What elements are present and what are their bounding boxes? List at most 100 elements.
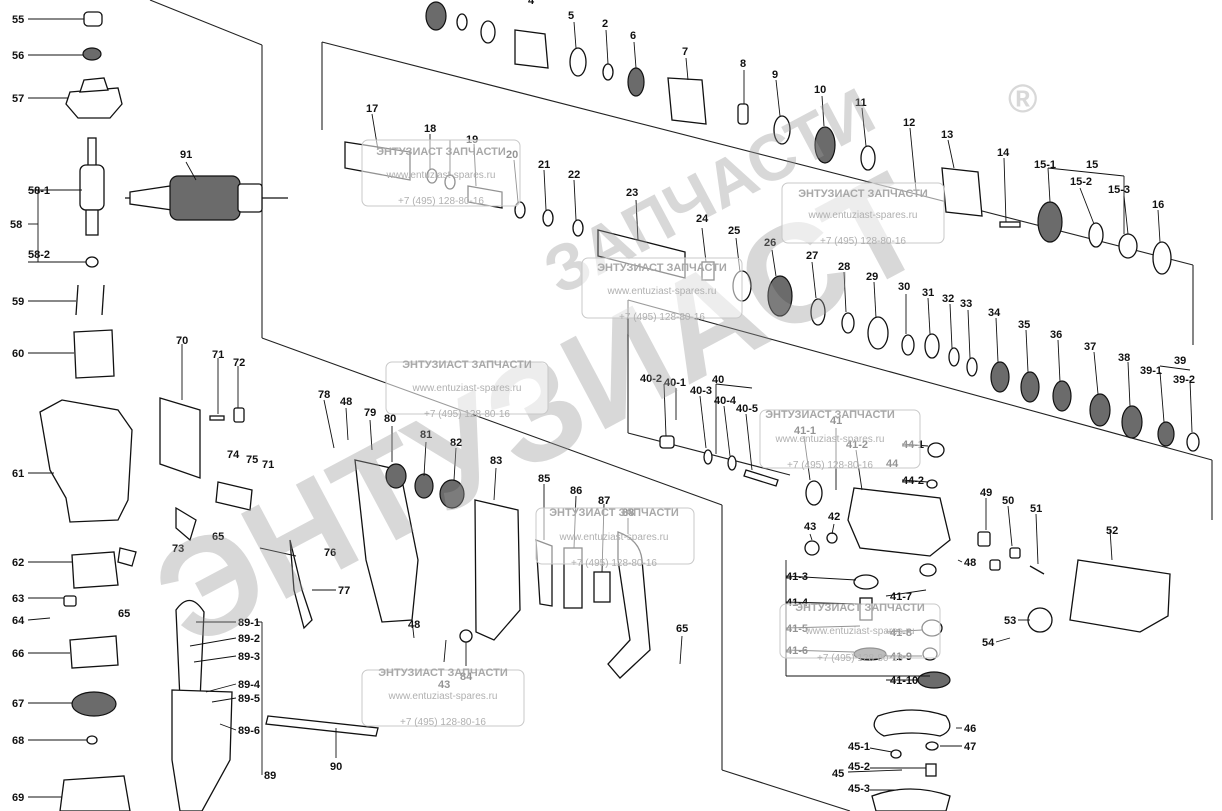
label-p14: 14	[997, 147, 1010, 159]
watermark-phone: +7 (495) 128-80-16	[820, 236, 906, 247]
watermark-company: ЭНТУЗИАСТ ЗАПЧАСТИ	[597, 262, 727, 274]
watermark-phone: +7 (495) 128-80-16	[619, 312, 705, 323]
label-p73: 73	[172, 543, 184, 555]
label-p79: 79	[364, 407, 376, 419]
label-p55: 55	[12, 14, 24, 26]
label-p89-6: 89-6	[238, 725, 260, 737]
label-p89-5: 89-5	[238, 693, 260, 705]
label-p86: 86	[570, 485, 582, 497]
label-p89-4: 89-4	[238, 679, 261, 691]
label-p13: 13	[941, 129, 953, 141]
label-p7: 7	[682, 46, 688, 58]
label-p62: 62	[12, 557, 24, 569]
label-p40-5: 40-5	[736, 403, 758, 415]
label-p46: 46	[964, 723, 976, 735]
label-p75: 75	[246, 454, 258, 466]
watermark-contact-box-3: ЭНТУЗИАСТ ЗАПЧАСТИ www.entuziast-spares.…	[581, 257, 743, 323]
label-p28: 28	[838, 261, 850, 273]
label-p48a: 48	[340, 396, 352, 408]
watermark-phone: +7 (495) 128-80-16	[398, 196, 484, 207]
label-p31: 31	[922, 287, 934, 299]
watermark-registered-mark: ®	[1008, 77, 1037, 121]
label-p85: 85	[538, 473, 550, 485]
label-p12: 12	[903, 117, 915, 129]
label-p29: 29	[866, 271, 878, 283]
label-p26: 26	[764, 237, 776, 249]
label-p5: 5	[568, 10, 574, 22]
watermark-site: www.entuziast-spares.ru	[412, 383, 522, 394]
label-p6: 6	[630, 30, 636, 42]
label-p89-3: 89-3	[238, 651, 260, 663]
watermark-site: www.entuziast-spares.ru	[775, 434, 885, 445]
label-p81: 81	[420, 429, 432, 441]
watermark-site: www.entuziast-spares.ru	[559, 532, 669, 543]
label-p78: 78	[318, 389, 330, 401]
watermark-company: ЭНТУЗИАСТ ЗАПЧАСТИ	[549, 507, 679, 519]
label-p48c: 48	[964, 557, 976, 569]
watermark-site: www.entuziast-spares.ru	[808, 210, 918, 221]
label-p41-7: 41-7	[890, 591, 912, 603]
watermark-site: www.entuziast-spares.ru	[386, 170, 496, 181]
label-p48b: 48	[408, 619, 420, 631]
label-p61: 61	[12, 468, 24, 480]
label-p63: 63	[12, 593, 24, 605]
label-p70: 70	[176, 335, 188, 347]
watermark-contact-box-7: ЭНТУЗИАСТ ЗАПЧАСТИ www.entuziast-spares.…	[779, 602, 941, 664]
label-p40-2: 40-2	[640, 373, 662, 385]
label-p11: 11	[855, 97, 867, 109]
label-p74: 74	[227, 449, 240, 461]
label-p58: 58	[10, 219, 22, 231]
label-p59: 59	[12, 296, 24, 308]
label-p89-1: 89-1	[238, 617, 260, 629]
label-p89-2: 89-2	[238, 633, 260, 645]
label-p65a: 65	[118, 608, 130, 620]
label-p71a: 71	[212, 349, 224, 361]
label-p53: 53	[1004, 615, 1016, 627]
label-p66: 66	[12, 648, 24, 660]
watermark-company: ЭНТУЗИАСТ ЗАПЧАСТИ	[402, 359, 532, 371]
label-p54: 54	[982, 637, 995, 649]
handle-and-gear-parts	[117, 397, 651, 811]
label-p64: 64	[12, 615, 25, 627]
watermark-phone: +7 (495) 128-80-16	[787, 460, 873, 471]
label-p49: 49	[980, 487, 992, 499]
label-p2: 2	[602, 18, 608, 30]
label-p45: 45	[832, 768, 844, 780]
label-p34: 34	[988, 307, 1001, 319]
label-p65c: 65	[676, 623, 688, 635]
label-p71b: 71	[262, 459, 274, 471]
label-p82: 82	[450, 437, 462, 449]
label-p37: 37	[1084, 341, 1096, 353]
watermark-site: www.entuziast-spares.ru	[607, 286, 717, 297]
watermark-phone: +7 (495) 128-80-16	[571, 558, 657, 569]
watermark-company: ЭНТУЗИАСТ ЗАПЧАСТИ	[376, 146, 506, 158]
label-p33: 33	[960, 298, 972, 310]
watermark-company: ЭНТУЗИАСТ ЗАПЧАСТИ	[798, 188, 928, 200]
watermark-company: ЭНТУЗИАСТ ЗАПЧАСТИ	[378, 667, 508, 679]
watermark-phone: +7 (495) 128-80-16	[400, 717, 486, 728]
label-p45-1: 45-1	[848, 741, 870, 753]
label-p65b: 65	[212, 531, 224, 543]
label-p41-10: 41-10	[890, 675, 918, 687]
label-p39: 39	[1174, 355, 1186, 367]
label-p45-2: 45-2	[848, 761, 870, 773]
label-p58-1: 58-1	[28, 185, 50, 197]
label-p8: 8	[740, 58, 746, 70]
label-p89: 89	[264, 770, 276, 782]
label-p25: 25	[728, 225, 740, 237]
label-p60: 60	[12, 348, 24, 360]
label-p35: 35	[1018, 319, 1030, 331]
label-p68: 68	[12, 735, 24, 747]
motor-column-parts	[39, 11, 133, 811]
label-p72: 72	[233, 357, 245, 369]
label-p17: 17	[366, 103, 378, 115]
watermark-contact-box-8: ЭНТУЗИАСТ ЗАПЧАСТИ www.entuziast-spares.…	[361, 667, 525, 728]
label-p52: 52	[1106, 525, 1118, 537]
label-p56: 56	[12, 50, 24, 62]
label-p51: 51	[1030, 503, 1042, 515]
watermark-phone: +7 (495) 128-80-16	[424, 409, 510, 420]
label-p69: 69	[12, 792, 24, 804]
label-p18: 18	[424, 123, 436, 135]
label-p21: 21	[538, 159, 550, 171]
